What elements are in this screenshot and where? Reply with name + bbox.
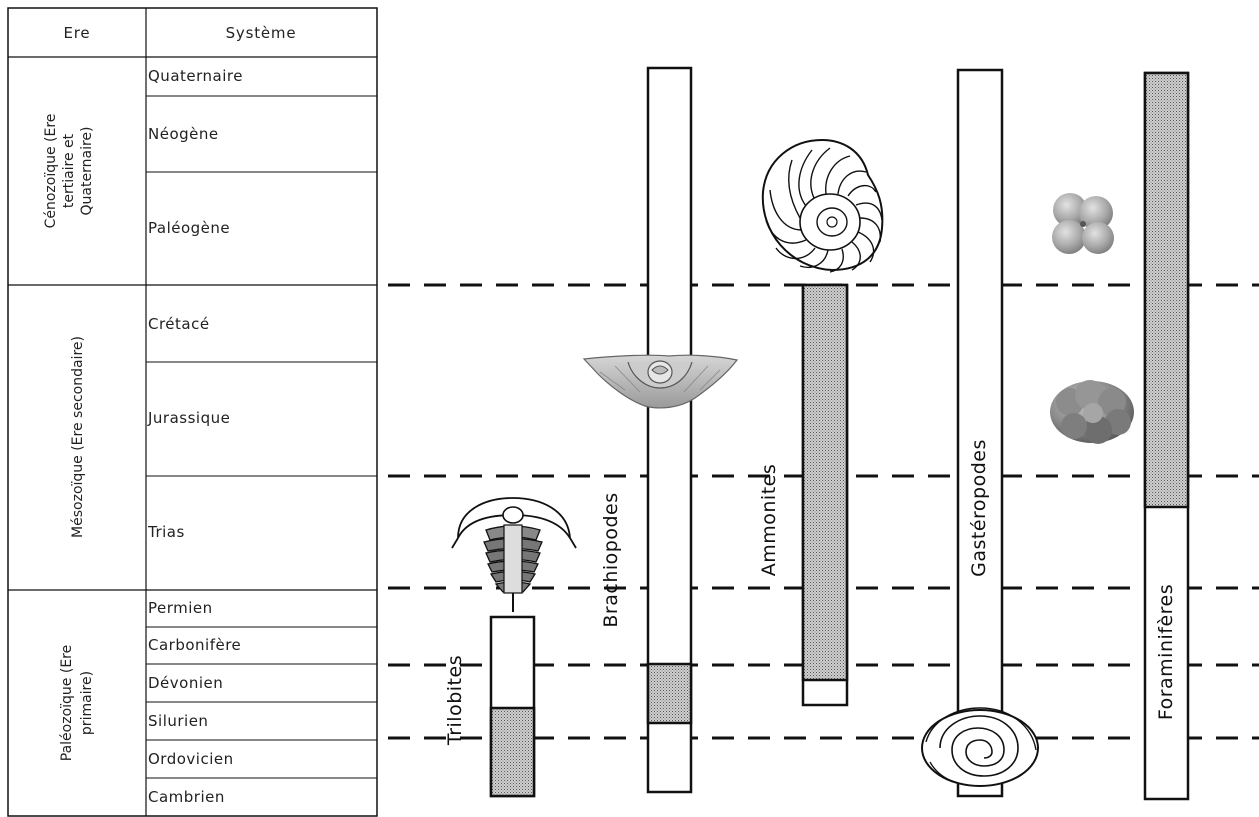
range-abundant	[648, 664, 691, 723]
era-label-line: Cénozoïque (Ere	[43, 114, 59, 229]
header-system: Système	[226, 24, 297, 42]
era-cenozoique: Cénozoïque (Ere tertiaire et Quaternaire…	[43, 114, 95, 229]
era-label-line: Mésozoïque (Ere secondaire)	[70, 336, 86, 538]
system-ordovicien: Ordovicien	[148, 750, 234, 768]
range-abundant	[491, 708, 534, 796]
system-cambrien: Cambrien	[148, 788, 225, 806]
header-era: Ere	[64, 24, 91, 42]
foraminifera-icon-cenozoic	[1052, 193, 1114, 254]
range-abundant	[803, 285, 847, 680]
era-label-line: tertiaire et	[61, 133, 77, 208]
gastropod-icon	[922, 708, 1038, 786]
label-trilobites: Trilobites	[444, 655, 466, 746]
system-neogene: Néogène	[148, 125, 219, 143]
trilobite-icon	[452, 498, 576, 612]
system-paleogene: Paléogène	[148, 219, 230, 237]
era-mesozoique: Mésozoïque (Ere secondaire)	[70, 336, 86, 538]
label-gasteropodes: Gastéropodes	[968, 439, 990, 577]
system-quaternaire: Quaternaire	[148, 67, 243, 85]
system-trias: Trias	[147, 523, 185, 541]
range-present	[958, 70, 1002, 796]
range-bar-gasteropodes	[958, 70, 1002, 796]
system-carbonifere: Carbonifère	[148, 636, 241, 654]
range-bar-trilobites	[491, 617, 534, 796]
era-label-line: primaire)	[79, 671, 95, 735]
geologic-time-table: Ere Système Cénozoïque (Ere tertiaire et…	[8, 8, 377, 816]
era-label-line: Paléozoïque (Ere	[59, 645, 75, 761]
system-permien: Permien	[148, 599, 213, 617]
era-label-line: Quaternaire)	[79, 127, 95, 216]
ammonite-icon	[763, 140, 883, 272]
system-devonien: Dévonien	[148, 674, 223, 692]
foraminifera-icon-mesozoic	[1050, 380, 1134, 444]
system-silurien: Silurien	[148, 712, 208, 730]
range-bar-ammonites	[803, 285, 847, 705]
range-abundant	[1145, 73, 1188, 507]
brachiopod-icon	[584, 355, 737, 408]
era-paleozoique: Paléozoïque (Ere primaire)	[59, 645, 95, 761]
label-foraminiferes: Foraminifères	[1155, 584, 1177, 720]
system-jurassique: Jurassique	[147, 409, 230, 427]
system-cretace: Crétacé	[148, 315, 210, 333]
range-bar-brachiopodes	[648, 68, 691, 792]
label-brachiopodes: Brachiopodes	[600, 492, 622, 627]
label-ammonites: Ammonites	[758, 464, 780, 577]
